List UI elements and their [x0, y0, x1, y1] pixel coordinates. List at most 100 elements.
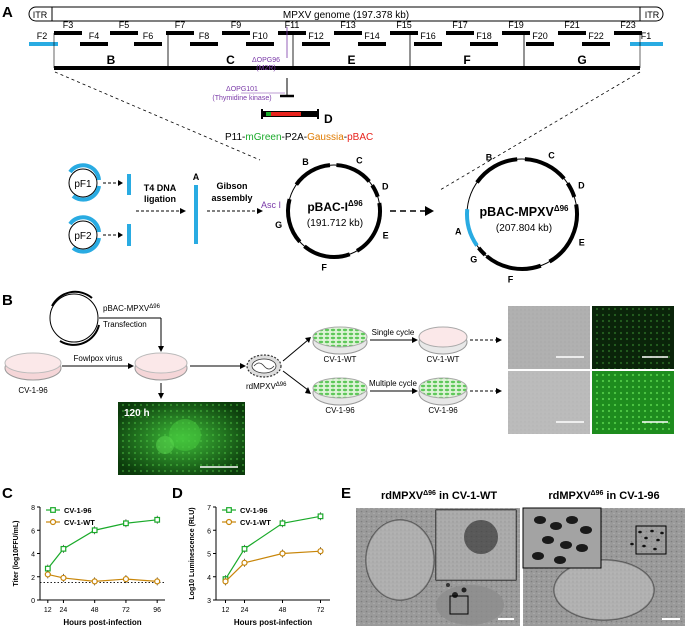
x-tick-label: 72	[317, 607, 325, 614]
cvwt-dish2-label: CV-1-WT	[427, 355, 460, 364]
ring-label: E	[579, 237, 585, 247]
deletion-opg96-note: (M2R)	[256, 65, 275, 72]
fragment-label: F20	[532, 31, 548, 41]
ring-label: E	[383, 231, 389, 241]
y-tick-label: 5	[207, 552, 211, 559]
virion-small	[660, 531, 664, 535]
data-point	[44, 565, 51, 572]
fragment-label: F1	[641, 31, 652, 41]
fragment-label: F7	[175, 20, 186, 30]
ring-label: D	[382, 182, 389, 192]
fragment-label: F15	[396, 20, 412, 30]
ring-arc	[524, 157, 566, 180]
virion	[580, 526, 592, 534]
ring-arc	[477, 246, 487, 257]
y-tick-label: 2	[31, 575, 35, 582]
pbac-mpxv-size: (207.804 kb)	[496, 223, 552, 234]
x-axis-label: Hours post-infection	[234, 618, 312, 627]
cv196-dish1-label: CV-1-96	[325, 406, 355, 415]
data-point	[279, 520, 286, 527]
cassette-mgreen: mGreen	[245, 132, 281, 143]
transfection-label: Transfection	[103, 320, 147, 329]
fragment-label: F11	[285, 20, 300, 30]
ring-label: C	[548, 150, 555, 160]
itr-left-label: ITR	[33, 10, 48, 20]
plasmid-label-main: pBAC-MPXV	[103, 304, 150, 313]
cassette-label: P11-mGreen-P2A-Gaussia-pBAC	[225, 132, 373, 143]
virion-small	[642, 544, 646, 548]
dish-cv196-label: CV-1-96	[18, 386, 48, 395]
segment-label: F	[463, 53, 470, 67]
segment-d-label: D	[324, 112, 333, 126]
virion	[554, 556, 566, 564]
legend-label: CV-1-WT	[240, 518, 271, 527]
pbac-mpxv-sup: Δ96	[554, 204, 569, 213]
ring-label: B	[486, 152, 493, 162]
ring-arc	[286, 198, 302, 244]
asci-label: Asc I	[261, 200, 281, 210]
ring-arc	[565, 182, 577, 198]
y-axis-label: Titer (log10FFU/mL)	[13, 521, 20, 587]
segment-label: G	[577, 53, 586, 67]
ring-label: G	[470, 255, 477, 265]
deletion-opg101: ΔOPG101	[226, 86, 258, 93]
virion	[532, 552, 544, 560]
em-title-right-sup: Δ96	[591, 490, 604, 497]
series-line	[225, 550, 321, 582]
cassette-p11: P11-	[225, 132, 245, 143]
multiple-cycle-label: Multiple cycle	[369, 379, 418, 388]
ring-arc	[475, 157, 518, 184]
virion-small	[644, 536, 648, 540]
ring-arc	[465, 209, 479, 247]
cassette-dash: -	[344, 132, 347, 143]
x-tick-label: 96	[153, 607, 161, 614]
panel-label-a: A	[2, 4, 13, 21]
panel-label-b: B	[2, 292, 13, 309]
t4-line2: ligation	[144, 194, 176, 204]
pf2-label: pF2	[74, 231, 92, 242]
data-point	[91, 527, 98, 534]
panel-label-d: D	[172, 485, 183, 502]
pf1-label: pF1	[74, 179, 92, 190]
ring-label: C	[356, 155, 363, 165]
virion	[576, 544, 588, 552]
data-point	[222, 578, 229, 585]
virion-small	[638, 530, 642, 534]
em-title-left-main: rdMPXV	[381, 490, 424, 502]
pf-plasmids: pF1 pF2 T4 DNA ligation A Gibson assembl…	[68, 163, 281, 254]
data-point	[123, 520, 129, 527]
fragment-label: F10	[252, 31, 268, 41]
y-tick-label: 0	[31, 598, 35, 605]
y-tick-label: 4	[31, 552, 35, 559]
x-tick-label: 12	[222, 607, 230, 614]
y-tick-label: 6	[207, 528, 211, 535]
series-line	[47, 519, 158, 569]
fragment-label: F19	[508, 20, 524, 30]
fragment-label: F21	[564, 20, 580, 30]
single-cycle-label: Single cycle	[372, 328, 415, 337]
fragment-label: F12	[308, 31, 324, 41]
y-tick-label: 8	[31, 505, 35, 512]
data-point	[241, 545, 248, 552]
cassette-p2a: -P2A-	[282, 132, 308, 143]
virion	[560, 541, 572, 549]
gibson-line1: Gibson	[217, 181, 248, 191]
segment-label: E	[347, 53, 355, 67]
ring-arc	[355, 202, 382, 253]
virion	[542, 536, 554, 544]
x-tick-label: 72	[122, 607, 130, 614]
virion	[566, 516, 578, 524]
data-point	[279, 550, 286, 557]
pbac-mpxv-name-main: pBAC-MPXV	[480, 205, 555, 219]
virus-particle-icon	[246, 354, 282, 378]
fragment-label: F3	[63, 20, 74, 30]
x-tick-label: 24	[241, 607, 249, 614]
virion-small	[630, 542, 634, 546]
ring-arc	[336, 163, 371, 183]
data-point	[241, 559, 248, 566]
segment-a-label: A	[193, 172, 200, 182]
ring-label: A	[455, 227, 462, 237]
